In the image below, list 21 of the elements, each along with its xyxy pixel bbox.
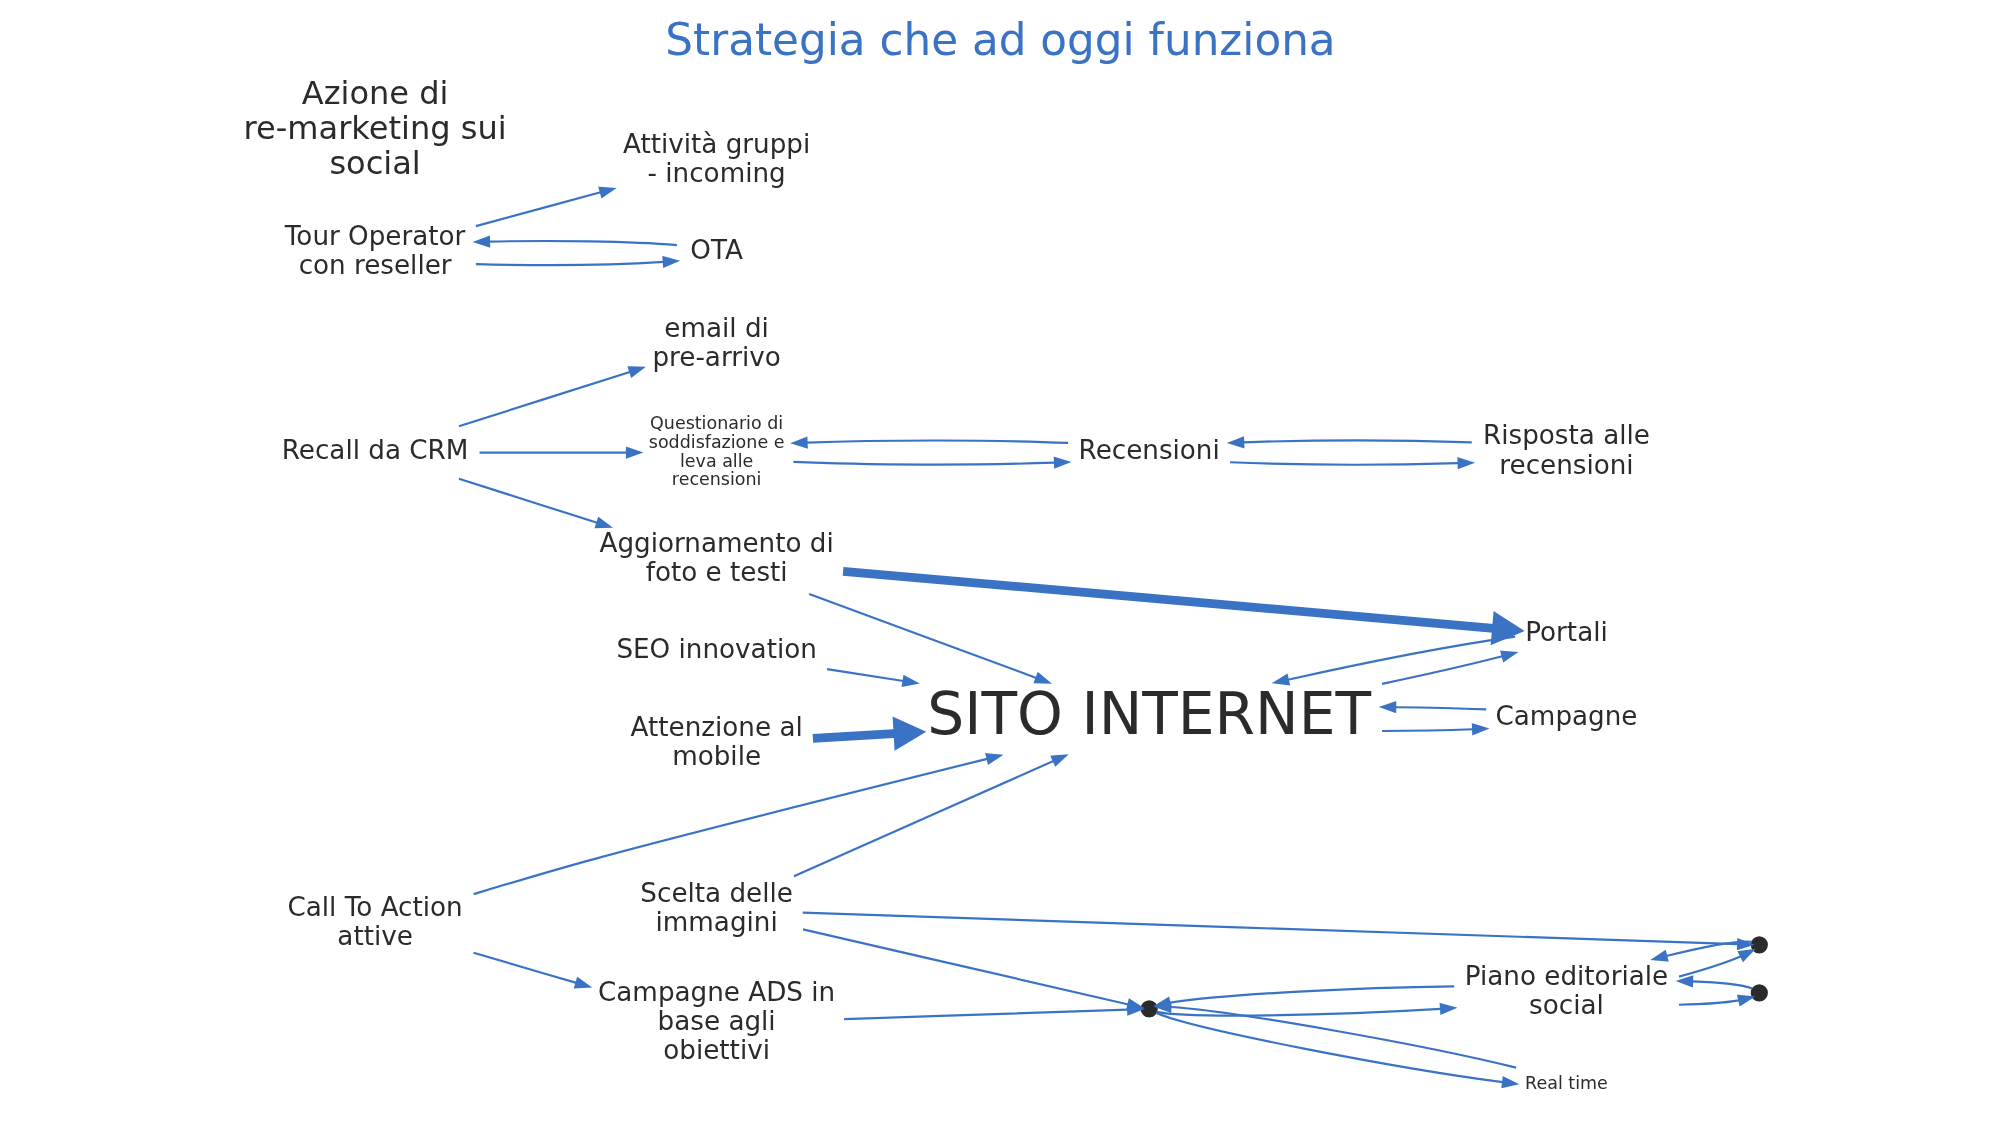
node-text: Campagne ADS in base agli obiettivi bbox=[597, 976, 835, 1065]
node-text: Tour Operator con reseller bbox=[284, 220, 465, 280]
node-text: Attenzione al mobile bbox=[630, 711, 803, 771]
node-text: Campagne bbox=[1495, 701, 1637, 732]
node-text: SITO INTERNET bbox=[926, 679, 1371, 748]
node-text: Questionario di soddisfazione e leva alle recensioni bbox=[648, 412, 784, 490]
node-text: OTA bbox=[689, 235, 743, 266]
node-text: Attività gruppi - incoming bbox=[622, 129, 810, 189]
node-text: Portali bbox=[1524, 617, 1608, 647]
node-text: email di pre-arrivo bbox=[651, 312, 781, 372]
node-text: Recall da CRM bbox=[281, 434, 468, 465]
node-text: Piano editoriale social bbox=[1464, 960, 1668, 1020]
node-text: Recensioni bbox=[1078, 434, 1220, 465]
diagram-title: Strategia che ad oggi funziona bbox=[664, 13, 1336, 65]
node-text: Call To Action attive bbox=[286, 892, 463, 952]
node-text: SEO innovation bbox=[615, 634, 817, 665]
node-text: Risposta alle recensioni bbox=[1482, 420, 1650, 480]
node-text: Real time bbox=[1524, 1073, 1608, 1094]
node-text: Scelta delle immagini bbox=[639, 877, 793, 937]
label: Azione di re-marketing sui social bbox=[243, 73, 507, 182]
node-text: Aggiornamento di foto e testi bbox=[599, 528, 834, 588]
